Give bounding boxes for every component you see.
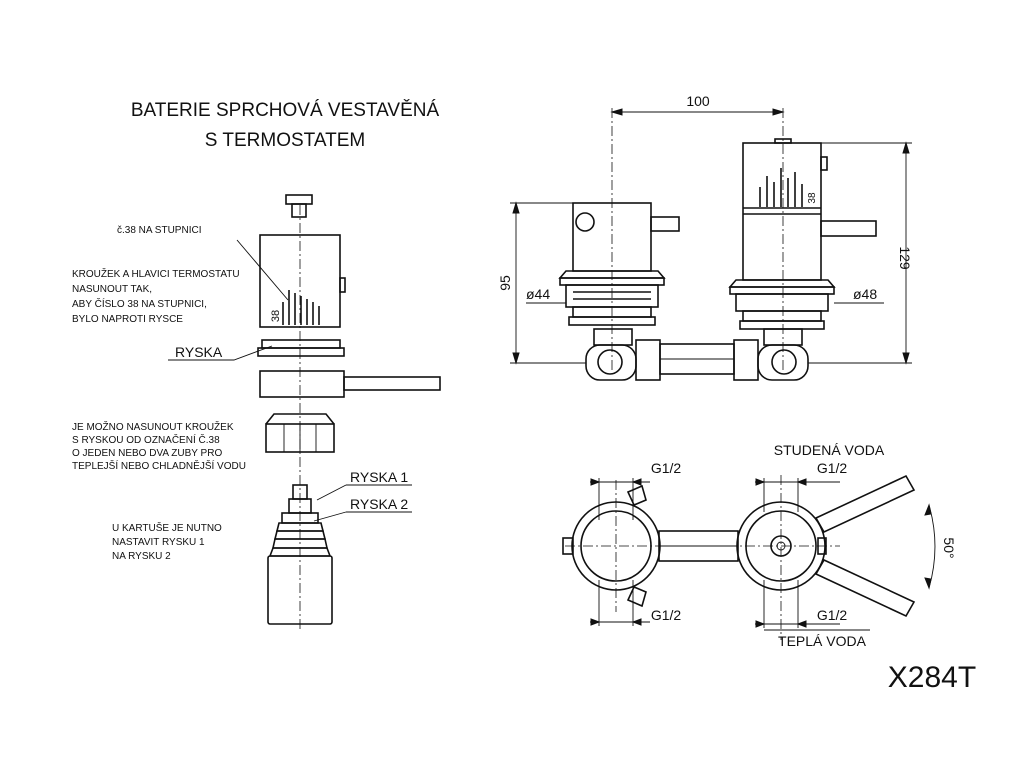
front-scale-number: 38 [807, 192, 818, 204]
note-shift-instructions: JE MOŽNO NASUNOUT KROUŽEK S RYSKOU OD OZ… [72, 420, 246, 472]
label-ryska-2: RYSKA 2 [350, 496, 408, 512]
ryska-ring [257, 339, 345, 357]
dim-95: 95 [497, 275, 513, 291]
leader-ryska2 [313, 511, 347, 522]
leader-ryska [168, 345, 273, 361]
svg-text:U KARTUŠE JE NUTNO: U KARTUŠE JE NUTNO [112, 521, 222, 534]
svg-text:KROUŽEK A HLAVICI TERMOSTATU: KROUŽEK A HLAVICI TERMOSTATU [72, 267, 240, 280]
svg-text:NASUNOUT TAK,: NASUNOUT TAK, [72, 284, 152, 295]
svg-text:O JEDEN NEBO DVA ZUBY PRO: O JEDEN NEBO DVA ZUBY PRO [72, 448, 222, 459]
note-scale-mark: č.38 NA STUPNICI [117, 225, 201, 236]
head-scale-number: 38 [270, 310, 282, 322]
label-ryska-1: RYSKA 1 [350, 469, 408, 485]
dim-129: 129 [897, 246, 913, 270]
title-line-2: S TERMOSTATEM [205, 130, 365, 151]
svg-text:BYLO NAPROTI RYSCE: BYLO NAPROTI RYSCE [72, 314, 183, 325]
title-line-1: BATERIE SPRCHOVÁ VESTAVĚNÁ [131, 99, 440, 121]
warm-water-label: TEPLÁ VODA [778, 633, 867, 649]
dim-dia-48: ø48 [853, 286, 877, 302]
thread-top-right: G1/2 [817, 460, 848, 476]
thread-top-left: G1/2 [651, 460, 682, 476]
lever-handle [259, 370, 441, 398]
thermostat-head: 38 [259, 234, 346, 328]
svg-text:ABY ČÍSLO 38 NA STUPNICI,: ABY ČÍSLO 38 NA STUPNICI, [72, 297, 207, 310]
cartridge [267, 484, 333, 625]
screw-part [285, 194, 313, 218]
label-ryska: RYSKA [175, 344, 223, 360]
leader-ryska1 [316, 484, 347, 501]
top-view: 50° G1/2 G1/2 STUDENÁ VODA G1/2 G1/2 TEP… [562, 442, 957, 649]
thread-bottom-left: G1/2 [651, 607, 682, 623]
note-cartridge-instructions: U KARTUŠE JE NUTNO NASTAVIT RYSKU 1 NA R… [112, 521, 222, 562]
svg-text:JE MOŽNO NASUNOUT KROUŽEK: JE MOŽNO NASUNOUT KROUŽEK [72, 420, 234, 433]
thread-bottom-right: G1/2 [817, 607, 848, 623]
note-ring-instructions: KROUŽEK A HLAVICI TERMOSTATU NASUNOUT TA… [72, 267, 240, 325]
toothed-ring [265, 413, 335, 453]
dim-100: 100 [686, 93, 710, 109]
model-number: X284T [888, 661, 976, 694]
dim-angle: 50° [941, 537, 957, 558]
leader-scale-mark [236, 239, 289, 301]
front-view: 100 38 [497, 93, 913, 381]
svg-text:NA RYSKU 2: NA RYSKU 2 [112, 551, 171, 562]
svg-text:S RYSKOU OD OZNAČENÍ Č.38: S RYSKOU OD OZNAČENÍ Č.38 [72, 433, 220, 446]
svg-text:TEPLEJŠÍ NEBO CHLADNĚJŠÍ VODU: TEPLEJŠÍ NEBO CHLADNĚJŠÍ VODU [72, 459, 246, 472]
exploded-view: 38 [168, 194, 441, 630]
dim-dia-44: ø44 [526, 286, 550, 302]
svg-text:NASTAVIT RYSKU 1: NASTAVIT RYSKU 1 [112, 537, 205, 548]
cold-water-label: STUDENÁ VODA [774, 442, 885, 458]
